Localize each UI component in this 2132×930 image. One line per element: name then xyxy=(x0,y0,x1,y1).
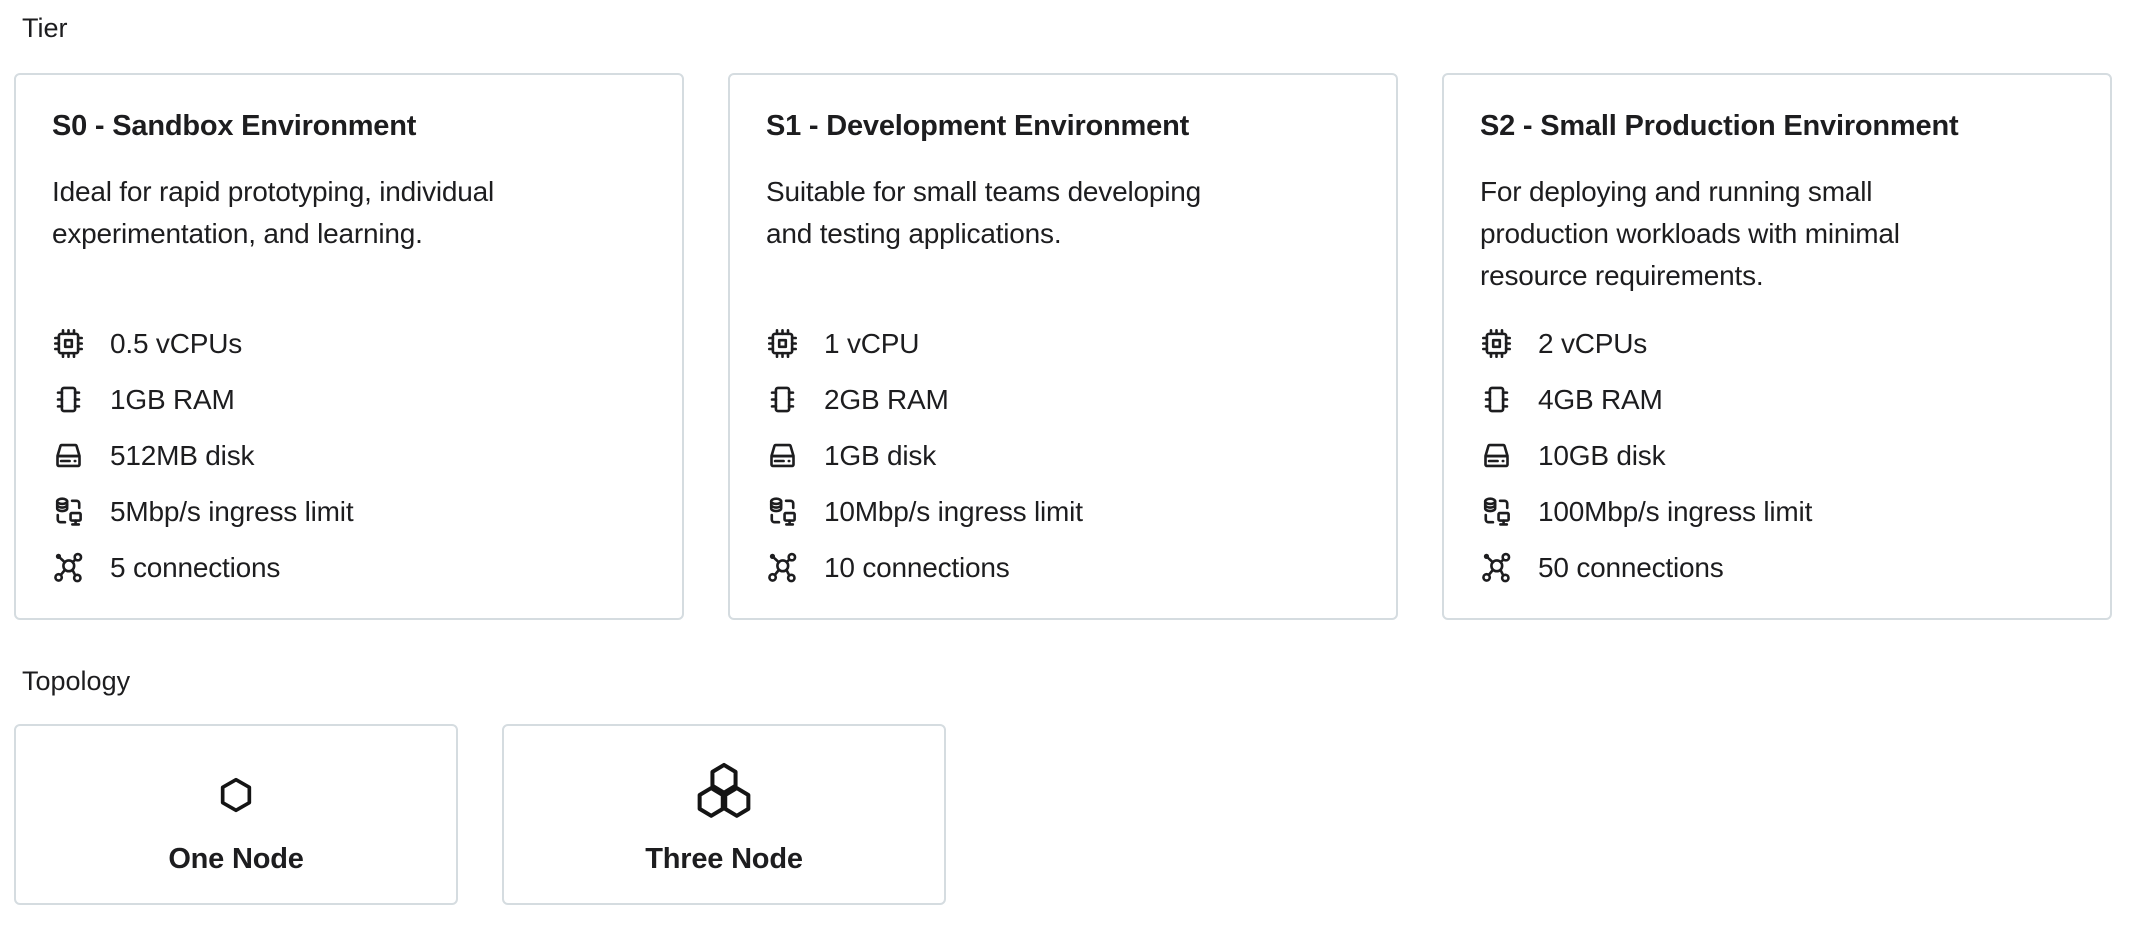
disk-icon xyxy=(766,439,799,472)
tier-card-description: Suitable for small teams developing and … xyxy=(766,176,1202,249)
spec-row-disk: 10GB disk xyxy=(1480,439,2074,472)
topology-card-one-node[interactable]: One Node xyxy=(14,724,458,905)
ingress-icon xyxy=(766,495,799,528)
three-node-icon xyxy=(687,758,761,832)
spec-row-disk: 1GB disk xyxy=(766,439,1360,472)
topology-section-label: Topology xyxy=(22,666,131,696)
tier-card-title: S0 - Sandbox Environment xyxy=(52,110,417,142)
spec-row-ingress: 100Mbp/s ingress limit xyxy=(1480,495,2074,528)
ram-icon xyxy=(766,383,799,416)
topology-card-label: Three Node xyxy=(645,843,803,875)
ingress-icon xyxy=(1480,495,1513,528)
spec-row-disk: 512MB disk xyxy=(52,439,646,472)
ingress-icon xyxy=(52,495,85,528)
cpu-icon xyxy=(52,327,85,360)
connections-icon xyxy=(52,551,85,584)
cpu-icon xyxy=(766,327,799,360)
topology-card-label: One Node xyxy=(168,843,304,875)
spec-row-ram: 4GB RAM xyxy=(1480,383,2074,416)
tier-card-title: S1 - Development Environment xyxy=(766,110,1190,142)
spec-row-ingress: 5Mbp/s ingress limit xyxy=(52,495,646,528)
spec-row-connections: 10 connections xyxy=(766,551,1360,584)
cpu-icon xyxy=(1480,327,1513,360)
disk-icon xyxy=(52,439,85,472)
spec-row-connections: 50 connections xyxy=(1480,551,2074,584)
connections-icon xyxy=(1480,551,1513,584)
one-node-icon xyxy=(216,775,256,815)
topology-options-row: One Node Three Node xyxy=(14,724,2112,905)
ram-icon xyxy=(52,383,85,416)
tier-card-s0[interactable]: S0 - Sandbox Environment Ideal for rapid… xyxy=(14,73,684,620)
ram-icon xyxy=(1480,383,1513,416)
spec-row-vcpu: 0.5 vCPUs xyxy=(52,327,646,360)
connections-icon xyxy=(766,551,799,584)
tier-spec-list: 0.5 vCPUs 1GB RAM 512MB disk 5Mbp/s ingr… xyxy=(52,327,646,584)
topology-card-three-node[interactable]: Three Node xyxy=(502,724,946,905)
tier-section-label: Tier xyxy=(22,13,68,43)
spec-row-ingress: 10Mbp/s ingress limit xyxy=(766,495,1360,528)
disk-icon xyxy=(1480,439,1513,472)
spec-row-ram: 2GB RAM xyxy=(766,383,1360,416)
spec-row-vcpu: 1 vCPU xyxy=(766,327,1360,360)
tier-card-description: Ideal for rapid prototyping, individual … xyxy=(52,176,495,249)
spec-row-connections: 5 connections xyxy=(52,551,646,584)
spec-row-vcpu: 2 vCPUs xyxy=(1480,327,2074,360)
spec-row-ram: 1GB RAM xyxy=(52,383,646,416)
tier-spec-list: 1 vCPU 2GB RAM 1GB disk 10Mbp/s ingress … xyxy=(766,327,1360,584)
tier-card-s2[interactable]: S2 - Small Production Environment For de… xyxy=(1442,73,2112,620)
tier-card-s1[interactable]: S1 - Development Environment Suitable fo… xyxy=(728,73,1398,620)
tier-spec-list: 2 vCPUs 4GB RAM 10GB disk 100Mbp/s ingre… xyxy=(1480,327,2074,584)
tier-card-title: S2 - Small Production Environment xyxy=(1480,110,1959,142)
tier-options-row: S0 - Sandbox Environment Ideal for rapid… xyxy=(14,73,2112,620)
tier-card-description: For deploying and running small producti… xyxy=(1480,176,1900,291)
